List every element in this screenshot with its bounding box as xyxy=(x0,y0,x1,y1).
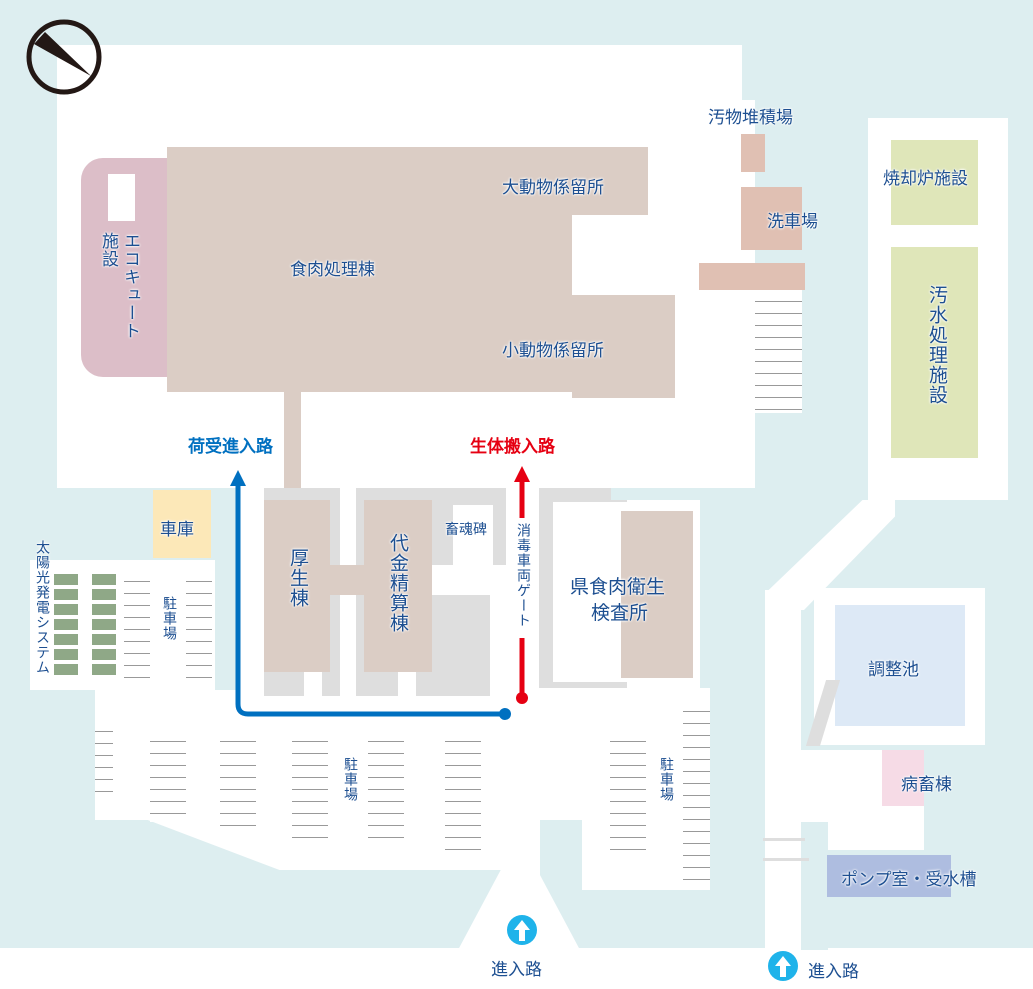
parking-lines xyxy=(220,730,256,830)
arrow-up-circle-icon xyxy=(507,915,537,945)
waste-storage xyxy=(741,134,765,172)
label-sick-animal: 病畜棟 xyxy=(901,775,952,795)
livestock-route-path xyxy=(514,466,530,704)
receiving-route-path xyxy=(230,470,511,720)
arrow-up-circle-icon xyxy=(768,951,798,981)
payment-building xyxy=(364,500,432,672)
label-eco-cute: エコキュート xyxy=(120,232,140,340)
label-inspection-office: 県食肉衛生 xyxy=(570,576,666,598)
eco-cute-opening xyxy=(108,174,135,221)
label-receiving-route: 荷受進入路 xyxy=(188,437,273,457)
label-disinfection-gate: 消毒車両ゲート xyxy=(515,523,531,628)
meat-processing-building xyxy=(167,340,675,392)
parking-lines xyxy=(755,290,802,413)
corridor xyxy=(284,392,301,502)
parking-lines xyxy=(292,730,328,838)
parking-lines xyxy=(368,730,404,845)
label-parking: 駐車場 xyxy=(342,757,358,802)
garage xyxy=(153,490,211,558)
label-payment: 代金精算棟 xyxy=(387,533,409,633)
north-arrow-icon xyxy=(26,19,102,95)
label-small-animal-pen: 小動物係留所 xyxy=(502,341,604,361)
gate-bar xyxy=(763,838,805,841)
east-road xyxy=(765,590,801,950)
green-strip xyxy=(801,822,828,950)
sick-animal-building xyxy=(882,750,924,806)
label-waste-storage: 汚物堆積場 xyxy=(708,108,793,128)
label-pond: 調整池 xyxy=(868,660,919,680)
gap xyxy=(398,672,416,696)
label-solar: 太陽光発電システム xyxy=(34,540,50,675)
parking-lines xyxy=(95,720,113,800)
monument-area xyxy=(453,505,493,565)
label-monument: 畜魂碑 xyxy=(445,522,487,538)
welfare-building xyxy=(264,500,330,672)
label-inspection-office-2: 検査所 xyxy=(591,602,649,624)
label-livestock-route: 生体搬入路 xyxy=(470,437,555,457)
regulating-pond xyxy=(835,605,965,726)
label-incinerator: 焼却炉施設 xyxy=(883,169,968,189)
label-car-wash: 洗車場 xyxy=(767,212,818,232)
south-road xyxy=(0,948,1033,989)
incinerator xyxy=(891,140,978,225)
gap xyxy=(490,595,506,696)
label-main-plant: 食肉処理棟 xyxy=(290,260,375,280)
label-sewage: 汚水処理施設 xyxy=(926,285,948,405)
car-wash xyxy=(741,187,802,250)
label-welfare: 厚生棟 xyxy=(287,548,309,608)
large-animal-pen xyxy=(572,147,648,215)
label-entrance: 進入路 xyxy=(491,960,542,980)
parking-lines xyxy=(124,570,150,680)
pump-room xyxy=(827,855,951,897)
parking-lines xyxy=(186,570,212,680)
inspection-office xyxy=(621,511,693,678)
label-parking: 駐車場 xyxy=(161,596,177,641)
parking-lines xyxy=(683,700,710,880)
label-pump: ポンプ室・受水槽 xyxy=(841,870,977,890)
border xyxy=(611,488,711,500)
label-entrance-east: 進入路 xyxy=(808,962,859,982)
label-parking: 駐車場 xyxy=(658,757,674,802)
connector xyxy=(330,565,364,595)
parking-lines xyxy=(610,730,646,860)
open-space xyxy=(432,565,506,595)
sewage-treatment xyxy=(891,247,978,458)
car-wash-canopy xyxy=(699,263,805,290)
label-eco-cute-facility: 施設 xyxy=(98,232,118,268)
parking-lines xyxy=(445,730,481,852)
border xyxy=(700,488,712,688)
gate-bar xyxy=(763,858,809,861)
label-large-animal-pen: 大動物係留所 xyxy=(502,178,604,198)
label-garage: 車庫 xyxy=(160,520,194,540)
parking-lines xyxy=(150,730,186,822)
gap xyxy=(304,672,322,696)
